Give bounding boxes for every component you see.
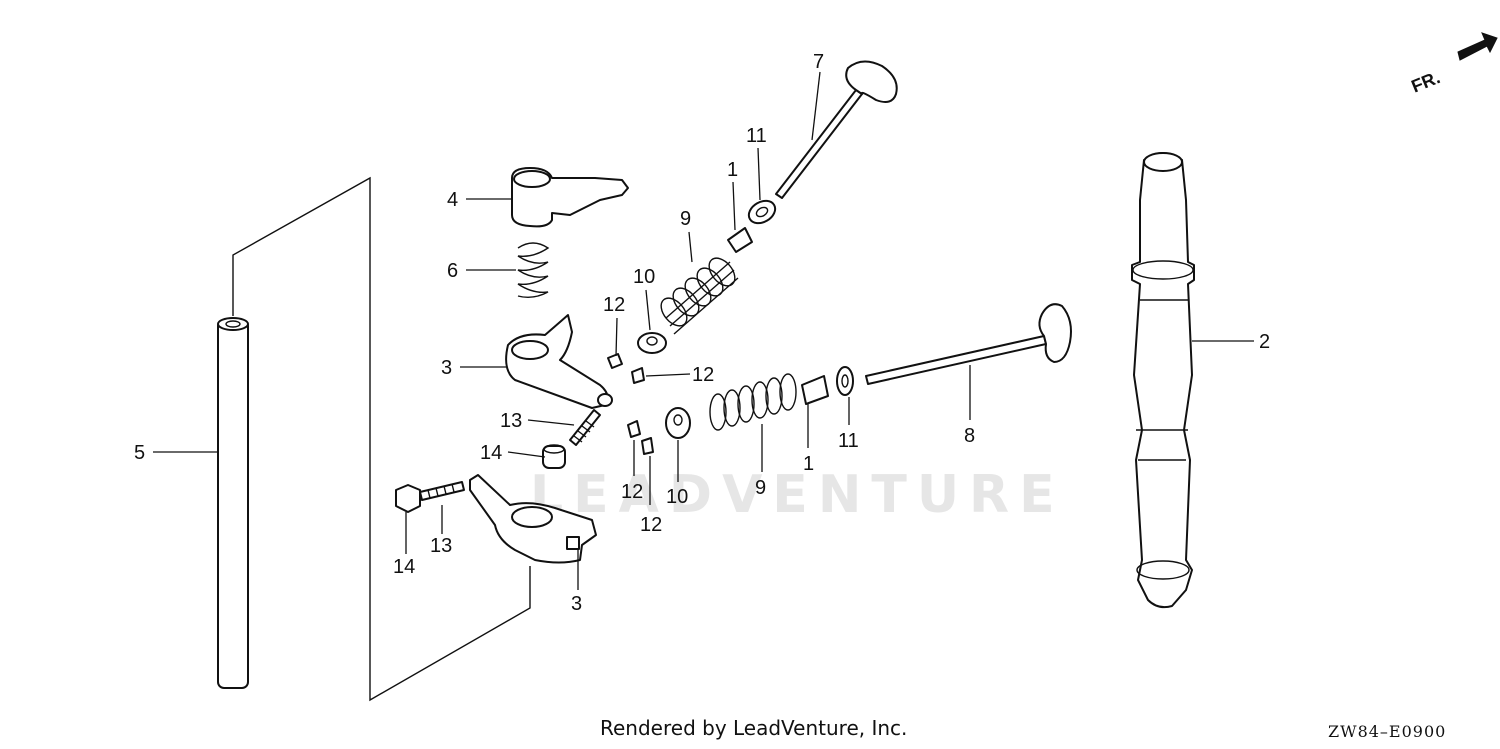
render-credit: Rendered by LeadVenture, Inc. [600,716,908,740]
part-cotters[interactable] [607,353,654,455]
part-adjusting-bolt-upper[interactable] [569,409,601,446]
part-lock-nut-upper[interactable] [542,444,566,469]
callout-1-upper: 1 [727,159,738,181]
callout-11-upper: 11 [746,125,767,147]
part-adjusting-bolt-lower[interactable] [419,481,465,501]
callout-10-lower: 10 [666,486,688,508]
callout-14-upper: 14 [480,442,502,464]
callout-7: 7 [813,51,824,73]
front-label: FR. [1408,67,1442,96]
callout-2: 2 [1259,331,1270,353]
part-pivot-spring[interactable] [517,242,550,299]
diagram-code: ZW84–E0900 [1328,722,1447,741]
callout-12-bottom: 12 [640,514,662,536]
front-arrow-indicator: FR. [1408,32,1498,97]
front-arrow-icon [1457,32,1498,61]
part-valve-spring-upper[interactable] [656,253,740,335]
part-rocker-pivot[interactable] [511,167,629,228]
callout-13-upper: 13 [500,410,522,432]
callout-3-upper: 3 [441,357,452,379]
callout-9-lower: 9 [755,477,766,499]
watermark: LEADVENTURE [530,465,1065,525]
part-intake-valve[interactable] [775,60,898,199]
callout-leaders [153,71,1254,590]
part-rocker-arm-lower[interactable] [469,474,597,564]
callout-numbers: 4 6 3 13 14 5 12 12 12 12 10 10 9 9 1 1 … [134,51,1270,615]
assembly-frame-lines [232,176,531,702]
callout-5: 5 [134,442,145,464]
callout-1-lower: 1 [803,453,814,475]
callout-12-top: 12 [603,294,625,316]
part-valve-spring-lower[interactable] [709,373,797,431]
callout-12-bottom-left: 12 [621,481,643,503]
part-stem-seals[interactable] [727,227,829,405]
part-lock-nut-lower[interactable] [395,484,421,513]
callout-14-lower: 14 [393,556,415,578]
part-camshaft[interactable] [1131,152,1195,609]
callout-12-right: 12 [692,364,714,386]
callout-13-lower: 13 [430,535,452,557]
callout-10-upper: 10 [633,266,655,288]
callout-8: 8 [964,425,975,447]
callout-4: 4 [447,189,458,211]
callout-9-upper: 9 [680,208,691,230]
part-spring-washers[interactable] [745,196,854,396]
part-exhaust-valve[interactable] [865,303,1072,385]
part-push-rod[interactable] [217,317,249,689]
part-rocker-arm-upper[interactable] [505,314,613,409]
callout-3-lower: 3 [571,593,582,615]
callout-6: 6 [447,260,458,282]
part-spring-retainers[interactable] [637,332,691,439]
callout-11-lower: 11 [838,430,859,452]
